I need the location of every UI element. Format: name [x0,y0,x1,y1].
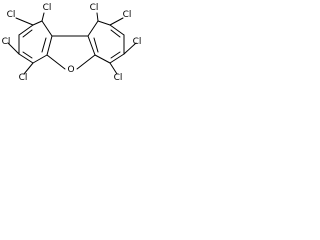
double-bond [22,29,33,38]
bond [96,12,99,22]
bond [94,54,111,64]
bond [18,53,34,64]
double-bond [110,51,121,59]
bond [109,62,118,75]
bond [23,62,34,75]
bond [32,20,43,26]
double-bond [22,51,33,59]
bond [123,42,137,55]
chlorine-atom: Cl [43,3,52,13]
chlorine-atom: Cl [90,3,99,13]
chlorine-atom: Cl [133,37,142,47]
bond [97,20,111,26]
bond [46,35,53,56]
bond [7,42,20,55]
bond [109,53,125,64]
bond [87,20,99,37]
oxygen-atom: O [67,65,74,75]
double-bond [110,29,121,38]
chlorine-atom: Cl [19,73,28,83]
substituent-bonds [7,12,137,75]
double-bond [93,37,99,53]
bond [46,54,66,70]
bond [109,17,124,26]
bond [15,17,34,26]
furan-ring [46,35,96,70]
chlorine-atom: Cl [114,73,123,83]
bond [109,24,125,36]
bond [76,54,96,70]
bond [41,20,53,37]
bond [41,12,45,22]
dibenzofuran-structure: Cl Cl Cl Cl Cl Cl Cl Cl O [2,3,142,83]
double-bond [41,37,47,53]
chlorine-atom: Cl [7,10,16,20]
chlorine-atom: Cl [2,37,11,47]
bond [32,54,48,64]
left-ring [18,20,53,64]
bond [87,35,96,56]
bond [18,24,34,36]
chlorine-atom: Cl [123,10,132,20]
right-ring [87,20,125,64]
